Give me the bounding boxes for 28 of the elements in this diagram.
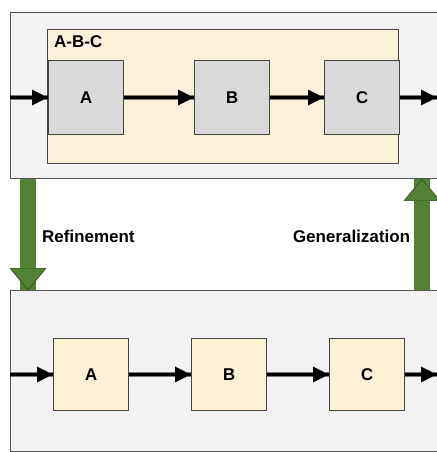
process-box [191, 338, 267, 411]
edge-label: Refinement [42, 227, 135, 247]
block-arrow [404, 178, 437, 290]
box-label: C [356, 88, 368, 108]
bottom-panel [10, 290, 437, 452]
block-arrow [10, 179, 46, 290]
arrow [270, 90, 324, 106]
group-title: A-B-C [54, 32, 102, 52]
arrow [267, 366, 329, 382]
box-label: B [226, 88, 238, 108]
box-label: C [360, 364, 374, 384]
edge-label: Generalization [292, 227, 410, 247]
arrow [124, 90, 194, 106]
process-box [48, 60, 124, 135]
box-label: B [222, 364, 236, 384]
arrow [129, 366, 191, 382]
process-box [194, 60, 270, 135]
arrow [405, 366, 437, 382]
process-box [53, 338, 129, 411]
process-box [329, 338, 405, 411]
box-label: A [84, 364, 98, 384]
process-box [324, 60, 400, 135]
arrow [400, 90, 437, 106]
arrow [10, 90, 48, 106]
group-box [47, 29, 399, 164]
box-label: A [80, 88, 92, 108]
top-panel [10, 12, 437, 179]
arrow [10, 366, 53, 382]
